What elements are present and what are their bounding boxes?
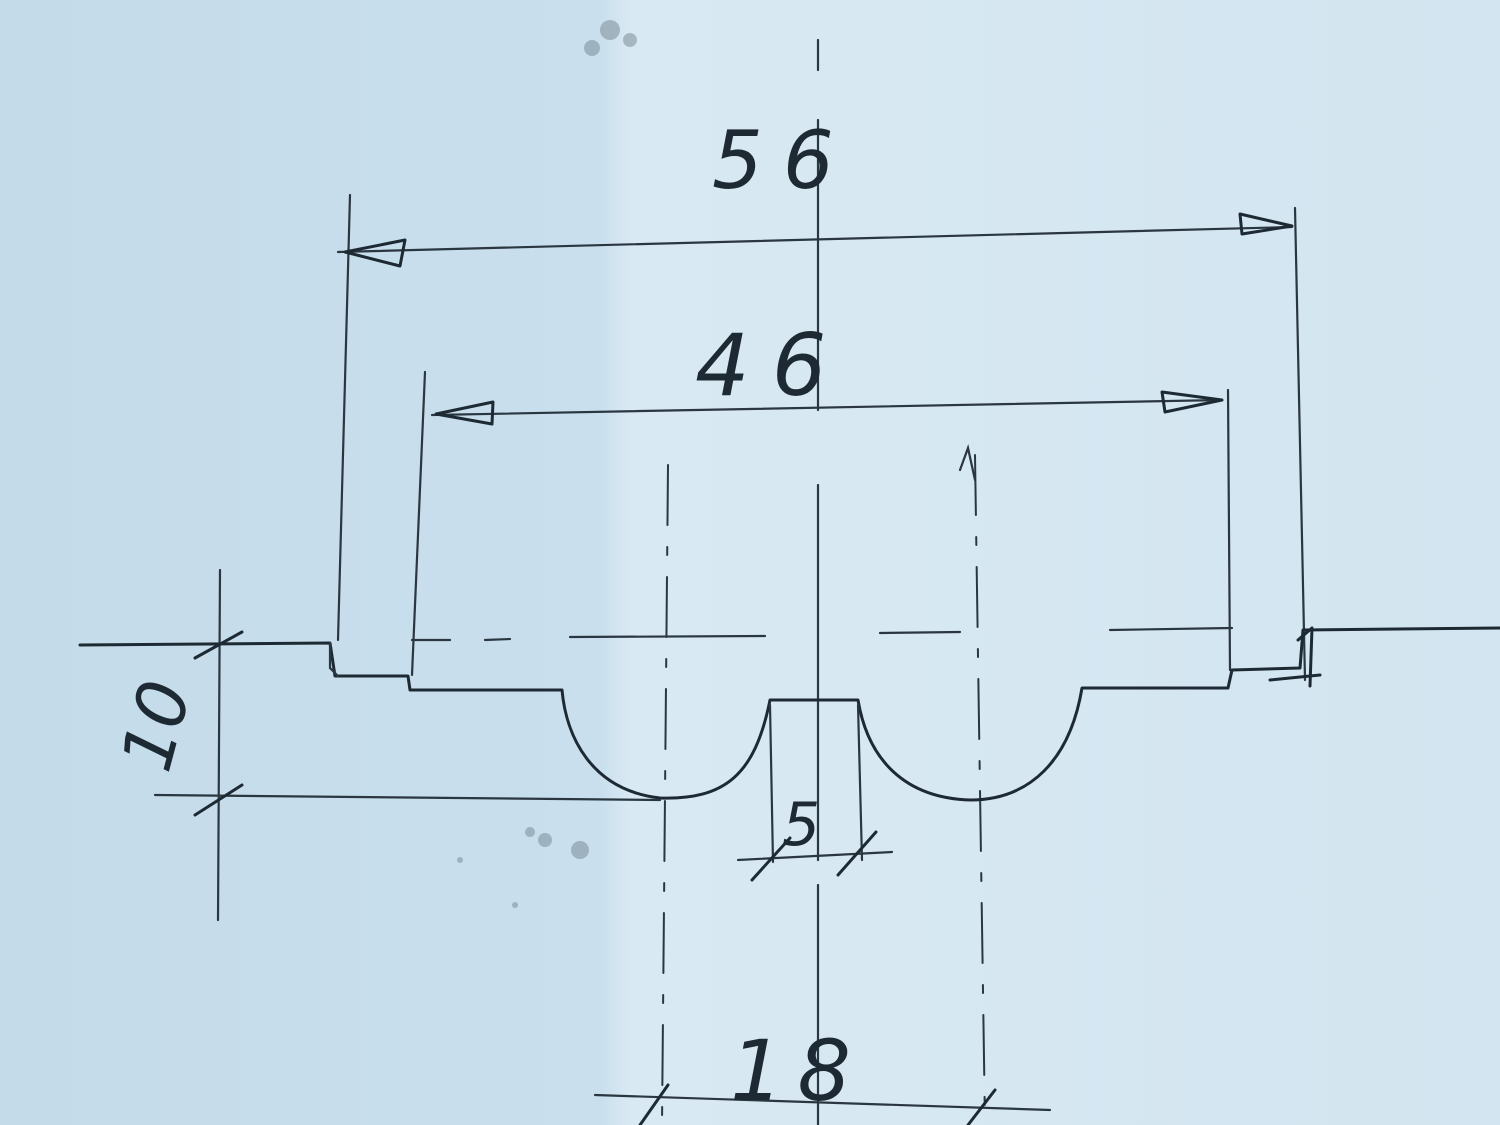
profile-outline xyxy=(78,626,1500,802)
dim-56-arrow-left xyxy=(343,238,407,268)
dim-5-line xyxy=(736,850,894,862)
dim-10-extension xyxy=(216,568,222,922)
dim-18-tick-left xyxy=(638,1083,670,1125)
profile-left-shoulder xyxy=(328,641,340,678)
dim-56-label: 56 xyxy=(712,114,854,207)
dim-56-line xyxy=(336,225,1294,254)
groove-axis-right-tick xyxy=(958,444,977,482)
dim-10-tick-bottom xyxy=(193,783,244,817)
dim-46-label: 46 xyxy=(695,316,848,416)
dim-46-arrow-right xyxy=(1160,390,1224,414)
dim-18-line xyxy=(593,1093,1052,1112)
dim-5-extension-right xyxy=(856,703,864,862)
dim-46-extension-left xyxy=(410,370,427,677)
dim-18-tick-right xyxy=(966,1088,997,1125)
paper-specks xyxy=(457,20,637,908)
dim-5-label: 5 xyxy=(782,790,820,860)
dim-5-extension-left xyxy=(768,703,775,864)
dim-46-arrow-left xyxy=(434,400,495,426)
dim-18-label: 18 xyxy=(730,1022,865,1120)
reference-line-top xyxy=(410,626,1234,642)
dim-10-bottom-line xyxy=(153,793,662,802)
profile-right-mark xyxy=(1268,626,1322,688)
dim-5-tick-right xyxy=(836,830,878,877)
dim-5-tick-left xyxy=(750,836,792,882)
groove-axis-right xyxy=(974,454,986,1125)
dim-46-line xyxy=(430,398,1224,417)
dim-56-extension-right xyxy=(1293,206,1307,682)
dim-56-extension-left xyxy=(336,193,352,642)
dim-10-tick-top xyxy=(193,630,244,660)
dim-56-arrow-right xyxy=(1238,212,1294,236)
dim-46-extension-right xyxy=(1226,388,1232,672)
